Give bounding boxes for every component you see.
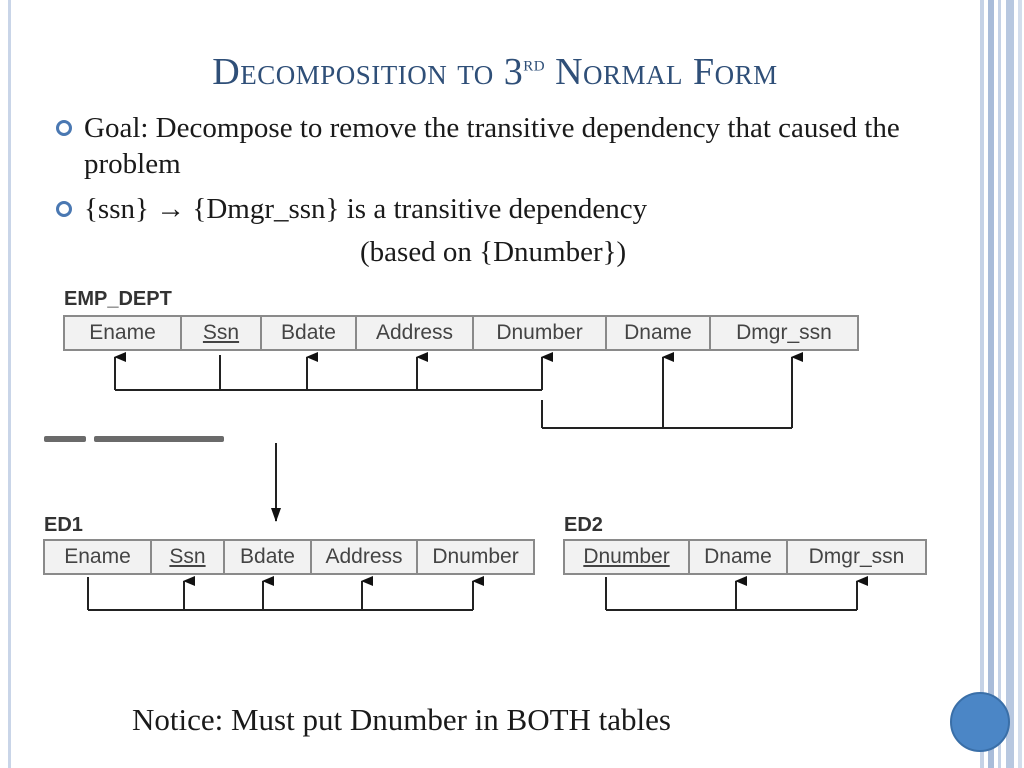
cropped-caption-fragment [44, 436, 224, 444]
emp-dept-col-dname: Dname [607, 317, 711, 349]
emp-dept-col-address: Address [357, 317, 474, 349]
ed1-ssn-fd [87, 576, 484, 611]
left-border-line [8, 0, 11, 768]
emp-dept-schema: Ename Ssn Bdate Address Dnumber Dname Dm… [63, 315, 859, 351]
emp-dept-col-bdate: Bdate [262, 317, 357, 349]
ed2-label: ED2 [564, 514, 603, 536]
title-superscript: rd [523, 50, 546, 76]
bullet-transitive: {ssn} → {Dmgr_ssn} is a transitive depen… [56, 191, 956, 227]
emp-dept-col-dnumber: Dnumber [474, 317, 607, 349]
emp-dept-col-dmgr-ssn: Dmgr_ssn [736, 321, 832, 344]
ed2-col-dname: Dname [690, 541, 788, 573]
emp-dept-label: EMP_DEPT [64, 288, 172, 310]
ed1-col-address: Address [312, 541, 418, 573]
emp-dept-ssn-fd [114, 352, 553, 391]
emp-dept-col-ename: Ename [65, 317, 182, 349]
title-rest: Normal Form [545, 51, 778, 93]
emp-dept-col-ssn: Ssn [182, 317, 262, 349]
emp-dept-dnumber-fd [541, 352, 803, 429]
ed2-col-dmgr-ssn: Dmgr_ssn [808, 545, 905, 568]
ed1-col-bdate: Bdate [225, 541, 312, 573]
ed2-col-dnumber: Dnumber [565, 541, 690, 573]
bullet-circle-icon [56, 201, 72, 217]
bullet-goal: Goal: Decompose to remove the transitive… [56, 110, 956, 182]
ed2-dnumber-fd [605, 576, 868, 611]
bullet-text: Goal: Decompose to remove the transitive… [84, 112, 900, 180]
ed1-col-ename: Ename [45, 541, 152, 573]
right-decorative-stripes [980, 0, 1024, 768]
based-on-note: (based on {Dnumber}) [360, 236, 627, 268]
ed1-schema: Ename Ssn Bdate Address Dnumber [43, 539, 535, 575]
bullet-text: {ssn} → {Dmgr_ssn} is a transitive depen… [84, 193, 648, 225]
decorative-circle [950, 692, 1010, 752]
ed1-col-dnumber: Dnumber [432, 545, 519, 568]
bullet-circle-icon [56, 120, 72, 136]
notice-text: Notice: Must put Dnumber in BOTH tables [132, 702, 671, 737]
ed1-label: ED1 [44, 514, 83, 536]
ed1-col-ssn: Ssn [152, 541, 225, 573]
title-main: Decomposition to 3 [212, 51, 524, 93]
ed2-schema: Dnumber Dname Dmgr_ssn [563, 539, 927, 575]
slide-title: Decomposition to 3rd Normal Form [0, 50, 990, 94]
